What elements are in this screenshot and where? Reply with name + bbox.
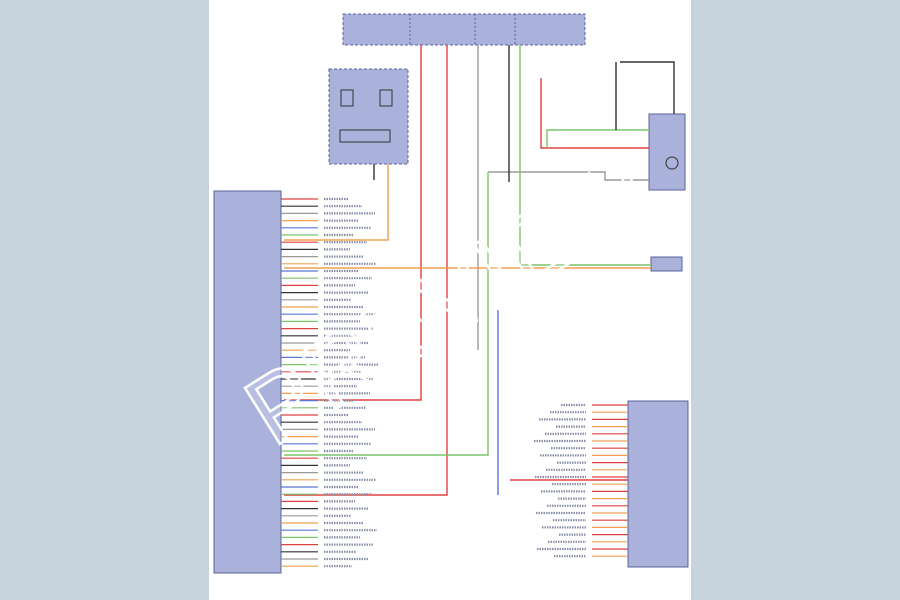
main-module-left (213, 190, 282, 574)
relay-module (328, 68, 409, 165)
right-module-wires (534, 403, 628, 558)
small-sensor (650, 256, 683, 272)
relay-coil-icon (339, 89, 393, 143)
fuse-block (342, 13, 586, 46)
side-connector (648, 113, 686, 191)
lower-module-right (627, 400, 689, 568)
fuse-block-dividers (409, 14, 516, 45)
motor-icon (665, 156, 679, 170)
left-module-wires (281, 197, 378, 568)
